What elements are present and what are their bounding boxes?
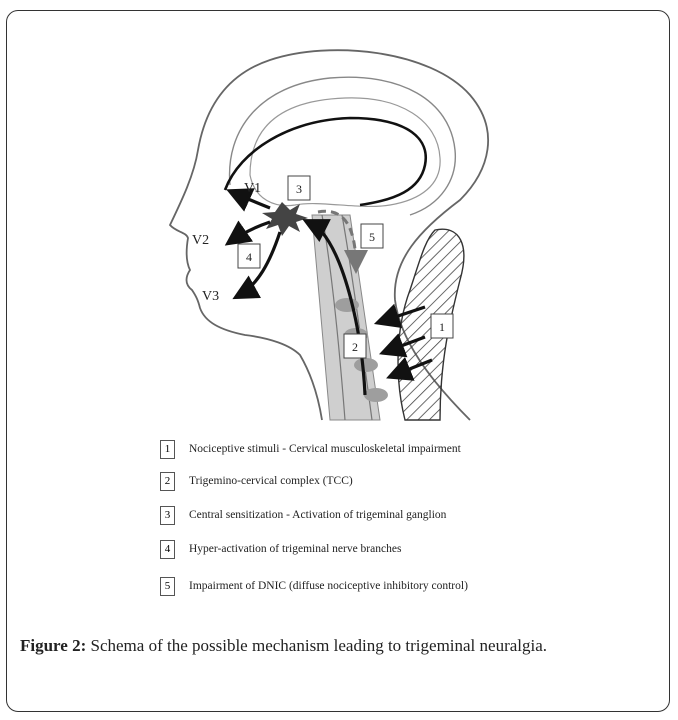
legend-item: 2 Trigemino-cervical complex (TCC) [160, 470, 353, 492]
figure-caption: Figure 2: Schema of the possible mechani… [20, 632, 660, 660]
v1-label: V1 [244, 181, 261, 196]
legend-text: Nociceptive stimuli - Cervical musculosk… [189, 443, 461, 455]
legend-item: 3 Central sensitization - Activation of … [160, 504, 446, 526]
svg-text:1: 1 [439, 320, 445, 334]
legend-number: 4 [160, 540, 175, 559]
legend-number: 1 [160, 440, 175, 459]
legend-item: 1 Nociceptive stimuli - Cervical musculo… [160, 438, 461, 460]
legend-text: Hyper-activation of trigeminal nerve bra… [189, 543, 401, 555]
legend-text: Central sensitization - Activation of tr… [189, 509, 446, 521]
marker-1: 1 [431, 314, 453, 338]
v2-arrow [230, 222, 270, 242]
caption-label: Figure 2: [20, 636, 86, 655]
marker-4: 4 [238, 244, 260, 268]
legend-number: 2 [160, 472, 175, 491]
brain-outline [250, 98, 440, 207]
vertebra [354, 358, 378, 372]
svg-text:2: 2 [352, 340, 358, 354]
v3-label: V3 [202, 289, 219, 304]
head-neck-schema: V1 V2 V3 3 4 5 1 2 [0, 0, 678, 430]
v2-label: V2 [192, 233, 209, 248]
svg-text:4: 4 [246, 250, 252, 264]
legend-text: Impairment of DNIC (diffuse nociceptive … [189, 580, 468, 592]
legend-number: 5 [160, 577, 175, 596]
legend-number: 3 [160, 506, 175, 525]
svg-text:3: 3 [296, 182, 302, 196]
marker-2: 2 [344, 334, 366, 358]
svg-text:5: 5 [369, 230, 375, 244]
vertebra [335, 298, 359, 312]
marker-5: 5 [361, 224, 383, 248]
legend-item: 4 Hyper-activation of trigeminal nerve b… [160, 538, 401, 560]
legend-item: 5 Impairment of DNIC (diffuse nociceptiv… [160, 575, 468, 597]
caption-text: Schema of the possible mechanism leading… [86, 636, 547, 655]
vertebra [364, 388, 388, 402]
legend-text: Trigemino-cervical complex (TCC) [189, 475, 353, 487]
marker-3: 3 [288, 176, 310, 200]
